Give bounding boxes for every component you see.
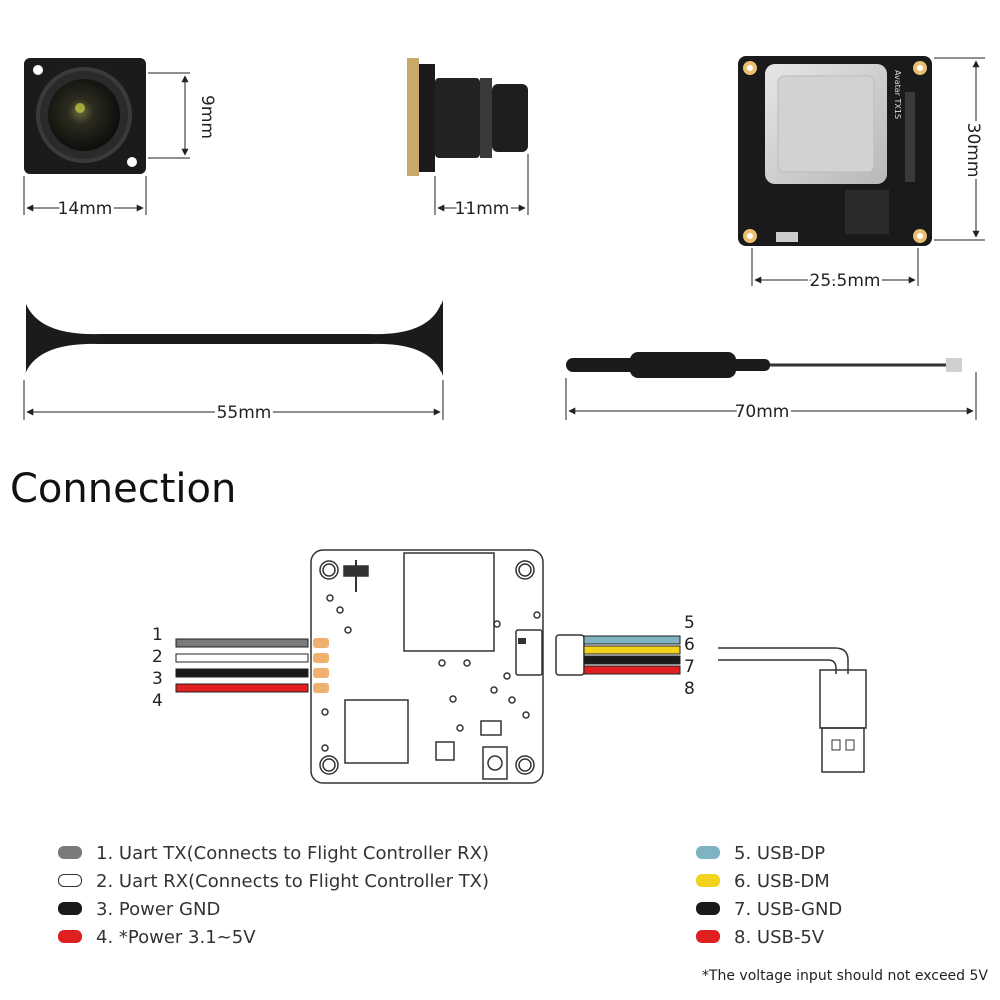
legend-item-5: 5. USB-DP: [696, 842, 825, 866]
legend-item-4: 4. *Power 3.1~5V: [58, 926, 256, 950]
pin-1-number: 1: [152, 625, 163, 645]
camera-height-label: 9mm: [197, 95, 217, 139]
board-silkscreen: Avatar TX1S: [893, 70, 902, 119]
camera-width-label: 14mm: [58, 199, 113, 219]
legend-label: 1. Uart TX(Connects to Flight Controller…: [96, 843, 490, 864]
wire-5: [583, 635, 681, 645]
usb-connector-cable: [555, 634, 867, 773]
camera-side-view: 11mm: [407, 58, 529, 222]
pin-8-number: 8: [684, 679, 695, 699]
legend-label: 5. USB-DP: [734, 843, 826, 864]
color-swatch: [58, 929, 82, 943]
pin-6-number: 6: [684, 635, 695, 655]
voltage-footnote: *The voltage input should not exceed 5V: [701, 968, 988, 984]
color-swatch: [58, 873, 82, 887]
board-width-label: 25.5mm: [810, 271, 881, 291]
antenna-length-label: 55mm: [217, 403, 272, 423]
wire-4: [175, 683, 309, 693]
wire-6: [583, 645, 681, 655]
pin-4-number: 4: [152, 691, 163, 711]
legend-item-2: 2. Uart RX(Connects to Flight Controller…: [58, 870, 489, 894]
pin-7-number: 7: [684, 657, 695, 677]
camera-length-label: 11mm: [455, 199, 510, 219]
legend-item-8: 8. USB-5V: [696, 926, 824, 950]
pin-2-number: 2: [152, 647, 163, 667]
color-swatch: [58, 901, 82, 915]
legend-item-3: 3. Power GND: [58, 898, 220, 922]
legend-label: 4. *Power 3.1~5V: [96, 927, 256, 948]
wire-1: [175, 638, 309, 648]
left-wires: [175, 638, 309, 693]
wire-7: [583, 655, 681, 665]
camera-front-view: 9mm 14mm: [23, 58, 217, 222]
cable-antenna: 70mm: [565, 352, 977, 425]
legend-label: 3. Power GND: [96, 899, 221, 920]
wire-2: [175, 653, 309, 663]
vtx-board: Avatar TX1S 30mm 25.5mm: [738, 56, 986, 294]
solder-pads: [313, 638, 329, 693]
pin-5-number: 5: [684, 613, 695, 633]
color-swatch: [696, 873, 720, 887]
connection-heading: Connection: [10, 466, 237, 512]
color-swatch: [696, 929, 720, 943]
wire-3: [175, 668, 309, 678]
dipole-antenna: 55mm: [23, 300, 444, 426]
legend-item-1: 1. Uart TX(Connects to Flight Controller…: [58, 842, 489, 866]
pin-3-number: 3: [152, 669, 163, 689]
legend-label: 7. USB-GND: [734, 899, 843, 920]
cable-antenna-length-label: 70mm: [735, 402, 790, 422]
legend-item-7: 7. USB-GND: [696, 898, 842, 922]
legend-item-6: 6. USB-DM: [696, 870, 830, 894]
color-swatch: [696, 845, 720, 859]
legend-label: 8. USB-5V: [734, 927, 825, 948]
legend-label: 2. Uart RX(Connects to Flight Controller…: [96, 871, 490, 892]
wire-8: [583, 665, 681, 675]
connection-board: [310, 549, 544, 784]
legend-label: 6. USB-DM: [734, 871, 830, 892]
board-height-label: 30mm: [963, 123, 983, 178]
color-swatch: [58, 845, 82, 859]
color-swatch: [696, 901, 720, 915]
